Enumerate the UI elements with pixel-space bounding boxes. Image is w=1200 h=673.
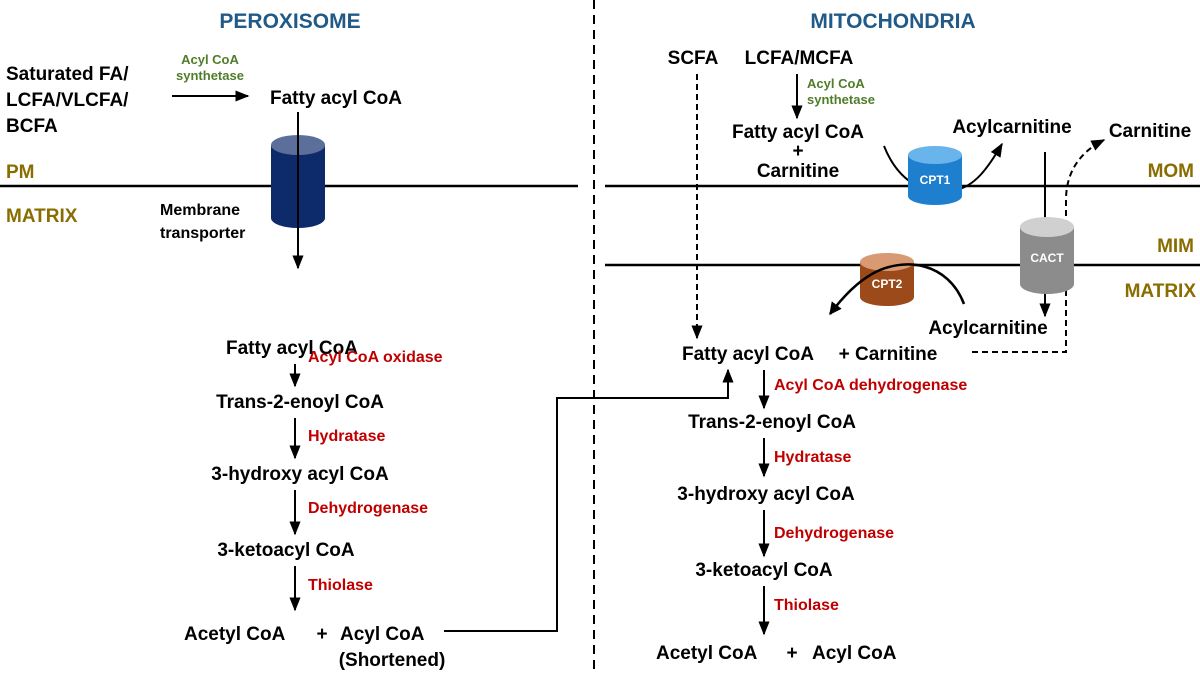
peroxisome-panel: Saturated FA/ LCFA/VLCFA/ BCFA Acyl CoA … <box>0 52 734 671</box>
peroxisome-step-3: 3-hydroxy acyl CoA <box>211 464 389 485</box>
cpt2-reaction-arrow <box>829 263 966 315</box>
peroxisome-step-4: 3-ketoacyl CoA <box>217 540 355 561</box>
substrate-line-1: Saturated FA/ <box>6 64 129 85</box>
carnitine-released: Carnitine <box>1109 121 1191 142</box>
mito-product-plus: + <box>786 643 797 664</box>
cpt2-label: CPT2 <box>872 277 903 291</box>
transporter-label-line-2: transporter <box>160 225 245 242</box>
peroxisome-step-2: Trans-2-enoyl CoA <box>216 392 384 413</box>
peroxisome-synthetase-line-1: Acyl CoA <box>181 52 239 67</box>
mito-step-3: 3-ketoacyl CoA <box>695 560 833 581</box>
cact-transporter <box>1020 217 1074 294</box>
acylcarnitine-matrix: Acylcarnitine <box>928 318 1047 339</box>
mito-synthetase-line-2: synthetase <box>807 92 875 107</box>
mito-product-acyl-coa: Acyl CoA <box>812 643 897 664</box>
peroxisome-step-1: Fatty acyl CoA <box>226 338 358 359</box>
mito-product-acetyl-coa: Acetyl CoA <box>656 643 758 664</box>
peroxisome-fatty-acyl-coa-cytosol: Fatty acyl CoA <box>270 88 402 109</box>
mito-step-1: Trans-2-enoyl CoA <box>688 412 856 433</box>
mito-matrix-label: MATRIX <box>1125 281 1197 302</box>
peroxisome-enzyme-2: Hydratase <box>308 428 385 445</box>
cact-label: CACT <box>1030 251 1064 265</box>
carnitine-recycle-arrow <box>972 139 1106 353</box>
cpt1-transporter <box>908 146 962 205</box>
peroxisome-product-acyl-coa: Acyl CoA <box>340 624 425 645</box>
cpt1-label: CPT1 <box>920 173 951 187</box>
mitochondria-panel: SCFA LCFA/MCFA Acyl CoA synthetase Fatty… <box>605 48 1200 664</box>
transporter-label-line-1: Membrane <box>160 202 240 219</box>
mito-enzyme-3: Dehydrogenase <box>774 525 894 542</box>
peroxisome-title: PEROXISOME <box>219 10 360 33</box>
mito-enzyme-2: Hydratase <box>774 449 851 466</box>
peroxisome-matrix-label: MATRIX <box>6 206 78 227</box>
mito-step-2: 3-hydroxy acyl CoA <box>677 484 855 505</box>
mito-enzyme-4: Thiolase <box>774 597 839 614</box>
mito-enzyme-1: Acyl CoA dehydrogenase <box>774 377 967 394</box>
mom-label: MOM <box>1148 161 1194 182</box>
mito-synthetase-line-1: Acyl CoA <box>807 76 865 91</box>
substrate-line-2: LCFA/VLCFA/ <box>6 90 129 111</box>
substrate-line-3: BCFA <box>6 116 58 137</box>
acylcarnitine-ims: Acylcarnitine <box>952 117 1071 138</box>
peroxisome-enzyme-4: Thiolase <box>308 577 373 594</box>
peroxisome-product-acetyl-coa: Acetyl CoA <box>184 624 286 645</box>
scfa-label: SCFA <box>668 48 719 69</box>
peroxisome-enzyme-3: Dehydrogenase <box>308 500 428 517</box>
peroxisome-product-plus: + <box>316 624 327 645</box>
mito-plus-carnitine: + Carnitine <box>839 344 938 365</box>
shortened-acyl-coa-connector <box>444 368 734 632</box>
lcfa-mcfa-label: LCFA/MCFA <box>745 48 854 69</box>
peroxisome-enzyme-1: Acyl CoA oxidase <box>308 349 443 366</box>
mito-plus-sign: + <box>792 141 803 162</box>
mim-label: MIM <box>1157 236 1194 257</box>
mitochondria-title: MITOCHONDRIA <box>810 10 975 33</box>
carnitine-cytosol: Carnitine <box>757 161 839 182</box>
pm-label: PM <box>6 162 35 183</box>
peroxisome-synthetase-line-2: synthetase <box>176 68 244 83</box>
mito-fatty-acyl-coa-matrix: Fatty acyl CoA <box>682 344 814 365</box>
peroxisome-product-note: (Shortened) <box>339 650 446 671</box>
mito-fatty-acyl-coa-cytosol: Fatty acyl CoA <box>732 122 864 143</box>
